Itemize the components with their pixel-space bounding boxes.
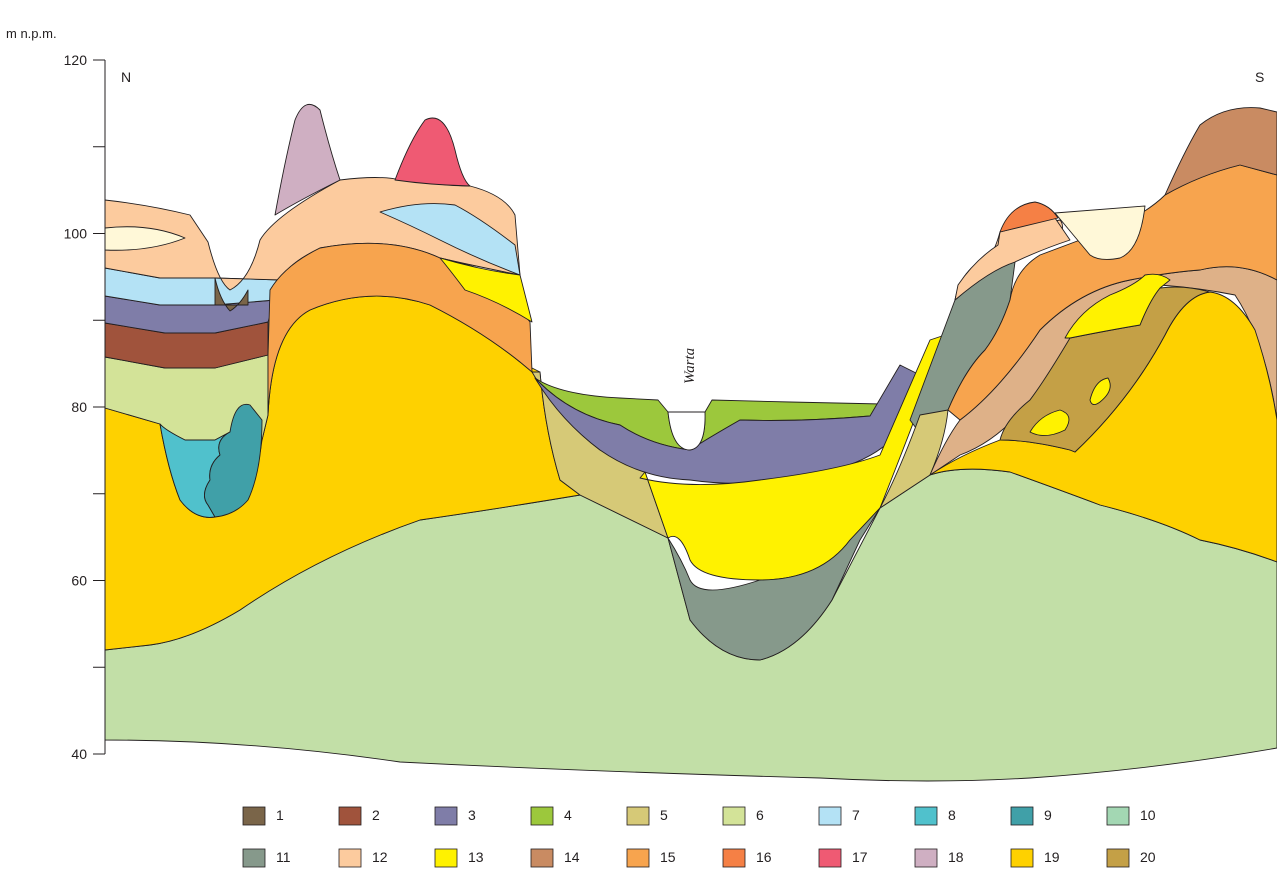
- layer-18: [274, 103, 341, 216]
- legend-swatch-3: [434, 806, 458, 826]
- legend-swatch-14: [530, 848, 554, 868]
- legend-label-13: 13: [468, 849, 484, 865]
- river-name-label: Warta: [682, 348, 698, 384]
- legend-swatch-17: [818, 848, 842, 868]
- legend-swatch-10: [1106, 806, 1130, 826]
- river-channel: [667, 411, 706, 451]
- direction-south-label: S: [1255, 69, 1264, 85]
- legend-label-5: 5: [660, 807, 668, 823]
- legend-label-11: 11: [276, 849, 291, 865]
- layer-16: [999, 201, 1059, 233]
- legend-label-10: 10: [1140, 807, 1156, 823]
- legend-label-18: 18: [948, 849, 964, 865]
- legend-swatch-15: [626, 848, 650, 868]
- legend-label-19: 19: [1044, 849, 1060, 865]
- direction-north-label: N: [121, 69, 131, 85]
- legend-swatch-16: [722, 848, 746, 868]
- y-tick-label: 100: [64, 226, 88, 242]
- legend-label-9: 9: [1044, 807, 1052, 823]
- legend-label-14: 14: [564, 849, 580, 865]
- layer-1: [214, 277, 249, 312]
- layer-14: [1164, 107, 1277, 196]
- legend-label-15: 15: [660, 849, 676, 865]
- legend-swatch-19: [1010, 848, 1034, 868]
- legend-swatch-13: [434, 848, 458, 868]
- y-axis-ticks: 120 100 80 60 40: [64, 52, 105, 762]
- legend-label-8: 8: [948, 807, 956, 823]
- legend-label-20: 20: [1140, 849, 1156, 865]
- legend-swatch-12: [338, 848, 362, 868]
- layer-17: [394, 117, 471, 187]
- lens-right: [1054, 205, 1146, 260]
- y-tick-label: 80: [71, 399, 87, 415]
- legend-swatch-2: [338, 806, 362, 826]
- legend-swatch-9: [1010, 806, 1034, 826]
- lens-left: [104, 226, 186, 251]
- legend-label-1: 1: [276, 807, 284, 823]
- legend-swatch-7: [818, 806, 842, 826]
- legend-label-7: 7: [852, 807, 860, 823]
- legend-swatch-18: [914, 848, 938, 868]
- y-tick-label: 40: [71, 746, 87, 762]
- y-tick-label: 60: [71, 573, 87, 589]
- y-tick-label: 120: [64, 52, 88, 68]
- legend-swatch-20: [1106, 848, 1130, 868]
- legend-label-3: 3: [468, 807, 476, 823]
- legend-label-2: 2: [372, 807, 380, 823]
- layer-11-valley: [667, 507, 881, 661]
- legend-swatch-4: [530, 806, 554, 826]
- legend-label-17: 17: [852, 849, 868, 865]
- layer-13-left: [439, 257, 533, 323]
- pocket-1: [1029, 409, 1070, 436]
- layer-13-right: [1064, 273, 1171, 339]
- legend-swatch-5: [626, 806, 650, 826]
- legend-label-16: 16: [756, 849, 772, 865]
- layer-5-right: [879, 409, 949, 509]
- legend-swatch-6: [722, 806, 746, 826]
- legend-label-6: 6: [756, 807, 764, 823]
- layer-13-valley: [639, 334, 946, 581]
- y-axis-unit-label: m n.p.m.: [6, 26, 57, 41]
- pocket-2: [1089, 377, 1111, 405]
- legend-swatch-1: [242, 806, 266, 826]
- legend-label-12: 12: [372, 849, 388, 865]
- cross-section-layers: [104, 103, 1277, 782]
- layer-12-right-b: [954, 217, 1071, 301]
- legend-swatch-11: [242, 848, 266, 868]
- legend-swatch-8: [914, 806, 938, 826]
- layer-9: [204, 403, 263, 518]
- legend-label-4: 4: [564, 807, 572, 823]
